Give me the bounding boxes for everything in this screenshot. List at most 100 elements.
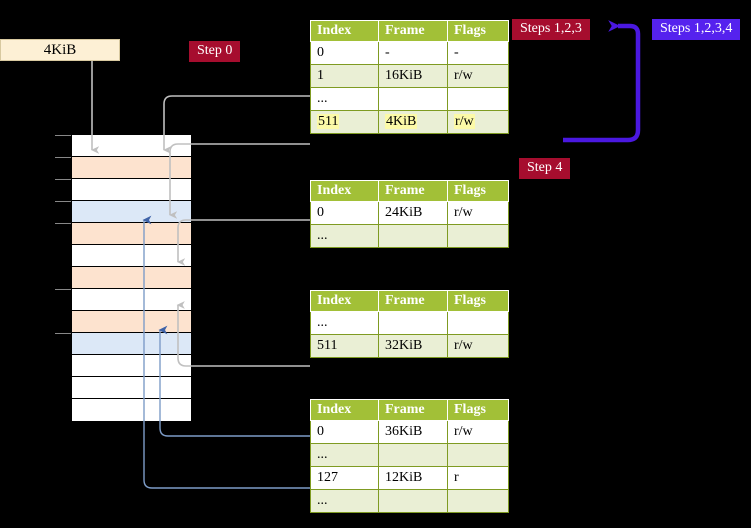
- cell-flags: r/w: [447, 420, 509, 444]
- cell-index: 0: [310, 420, 379, 444]
- memory-frame-row: [72, 355, 191, 377]
- memory-tick: [55, 333, 71, 334]
- col-header-flags: Flags: [447, 180, 509, 202]
- cell-index: 127: [310, 466, 379, 490]
- memory-tick: [55, 135, 71, 136]
- cell-index: ...: [310, 87, 379, 111]
- memory-tick: [55, 223, 71, 224]
- cell-frame: 24KiB: [378, 201, 448, 225]
- size-label-text: 4KiB: [43, 41, 77, 58]
- col-header-index: Index: [310, 20, 379, 42]
- badge-steps-1234: Steps 1,2,3,4: [652, 19, 741, 41]
- memory-frame-row: [72, 333, 191, 355]
- size-label-box: 4KiB: [0, 39, 120, 61]
- memory-tick: [55, 201, 71, 202]
- violet-loop-arrow: [563, 20, 641, 143]
- cell-flags: r: [447, 466, 509, 490]
- table-row: ...: [310, 443, 509, 467]
- highlighted-value: 4KiB: [385, 114, 418, 129]
- table-header-row: Index Frame Flags: [310, 180, 509, 202]
- badge-step-0: Step 0: [189, 41, 241, 63]
- memory-frame-row: [72, 399, 191, 421]
- table-header-row: Index Frame Flags: [310, 290, 509, 312]
- table-row: ...: [310, 87, 509, 111]
- physical-memory-column: [71, 135, 191, 421]
- table-row: ...: [310, 224, 509, 248]
- cell-frame: 32KiB: [378, 334, 448, 358]
- col-header-flags: Flags: [447, 290, 509, 312]
- col-header-index: Index: [310, 399, 379, 421]
- cell-frame: 16KiB: [378, 64, 448, 88]
- cell-flags: [447, 311, 509, 335]
- cell-flags: -: [447, 41, 509, 65]
- table-row: ...: [310, 489, 509, 513]
- cell-frame: 12KiB: [378, 466, 448, 490]
- table-header-row: Index Frame Flags: [310, 20, 509, 42]
- col-header-frame: Frame: [378, 180, 448, 202]
- table-row: 511 4KiB r/w: [310, 110, 509, 134]
- memory-frame-row: [72, 157, 191, 179]
- cell-index: ...: [310, 224, 379, 248]
- cell-flags: [447, 87, 509, 111]
- cell-frame: [378, 489, 448, 513]
- cell-index: 511: [310, 334, 379, 358]
- cell-index: 0: [310, 201, 379, 225]
- memory-frame-row: [72, 135, 191, 157]
- col-header-frame: Frame: [378, 399, 448, 421]
- table-header-row: Index Frame Flags: [310, 399, 509, 421]
- cell-frame: -: [378, 41, 448, 65]
- col-header-flags: Flags: [447, 399, 509, 421]
- cell-index: 511: [310, 110, 379, 134]
- badge-step-4: Step 4: [519, 158, 571, 180]
- col-header-flags: Flags: [447, 20, 509, 42]
- highlighted-value: 511: [317, 114, 340, 129]
- cell-frame: [378, 443, 448, 467]
- memory-frame-row: [72, 311, 191, 333]
- memory-tick: [55, 179, 71, 180]
- col-header-frame: Frame: [378, 290, 448, 312]
- cell-frame: [378, 224, 448, 248]
- memory-frame-row: [72, 223, 191, 245]
- memory-frame-row: [72, 245, 191, 267]
- cell-frame: 36KiB: [378, 420, 448, 444]
- cell-flags: r/w: [447, 201, 509, 225]
- cell-flags: [447, 224, 509, 248]
- table-row: 0--: [310, 41, 509, 65]
- grey-arrow-t0r511-to-mem: [168, 143, 310, 219]
- col-header-index: Index: [310, 180, 379, 202]
- cell-index: ...: [310, 311, 379, 335]
- memory-frame-row: [72, 201, 191, 223]
- cell-flags: [447, 489, 509, 513]
- memory-frame-row: [72, 267, 191, 289]
- grey-arrow-t1r0-to-mem: [176, 219, 310, 266]
- highlighted-value: r/w: [454, 114, 475, 129]
- table-row: ...: [310, 311, 509, 335]
- cell-index: 1: [310, 64, 379, 88]
- cell-index: ...: [310, 443, 379, 467]
- cell-flags: r/w: [447, 334, 509, 358]
- cell-flags: r/w: [447, 110, 509, 134]
- cell-index: ...: [310, 489, 379, 513]
- memory-frame-row: [72, 289, 191, 311]
- cell-frame: [378, 87, 448, 111]
- memory-frame-row: [72, 377, 191, 399]
- cell-frame: [378, 311, 448, 335]
- memory-frame-row: [72, 179, 191, 201]
- badge-steps-123: Steps 1,2,3: [512, 19, 590, 41]
- cell-index: 0: [310, 41, 379, 65]
- col-header-index: Index: [310, 290, 379, 312]
- cell-flags: [447, 443, 509, 467]
- grey-arrow-t2r511-to-mem: [176, 301, 310, 367]
- memory-tick: [55, 157, 71, 158]
- cell-flags: r/w: [447, 64, 509, 88]
